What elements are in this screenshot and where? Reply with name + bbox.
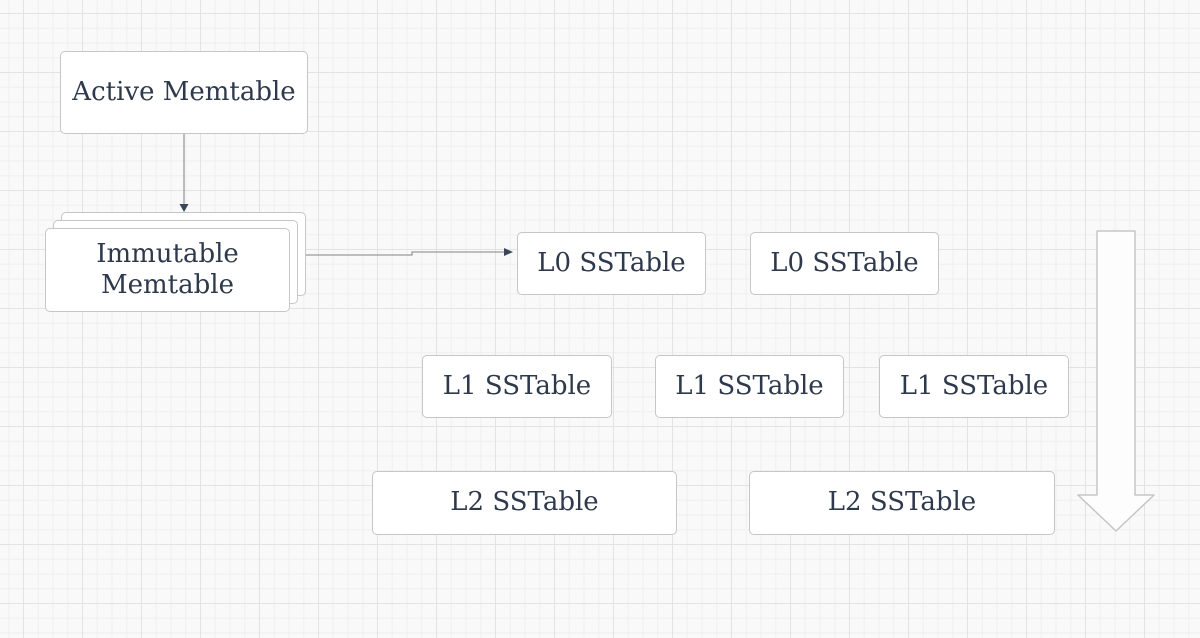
node-label: L2 SSTable	[450, 487, 599, 518]
node-label: L0 SSTable	[537, 247, 686, 278]
node-label: Active Memtable	[72, 76, 296, 107]
node-l1-sstable-2[interactable]: L1 SSTable	[655, 355, 844, 418]
node-label: L1 SSTable	[675, 370, 824, 401]
node-label: L0 SSTable	[770, 247, 919, 278]
arrow-immutable-to-l0[interactable]	[306, 248, 513, 256]
node-l0-sstable-1[interactable]: L0 SSTable	[517, 232, 706, 295]
down-arrow-icon[interactable]	[1077, 230, 1155, 532]
node-l1-sstable-3[interactable]: L1 SSTable	[879, 355, 1069, 418]
node-l2-sstable-2[interactable]: L2 SSTable	[749, 471, 1055, 535]
node-label: L1 SSTable	[442, 370, 592, 401]
node-l2-sstable-1[interactable]: L2 SSTable	[372, 471, 677, 535]
node-immutable-memtable[interactable]: Immutable Memtable	[45, 228, 290, 312]
node-l0-sstable-2[interactable]: L0 SSTable	[750, 232, 939, 295]
node-l1-sstable-1[interactable]: L1 SSTable	[422, 355, 612, 418]
node-label: L1 SSTable	[899, 370, 1049, 401]
node-active-memtable[interactable]: Active Memtable	[60, 51, 308, 134]
arrow-active-to-immutable[interactable]	[179, 134, 189, 212]
node-label: Immutable Memtable	[96, 238, 239, 300]
node-label: L2 SSTable	[827, 487, 977, 518]
